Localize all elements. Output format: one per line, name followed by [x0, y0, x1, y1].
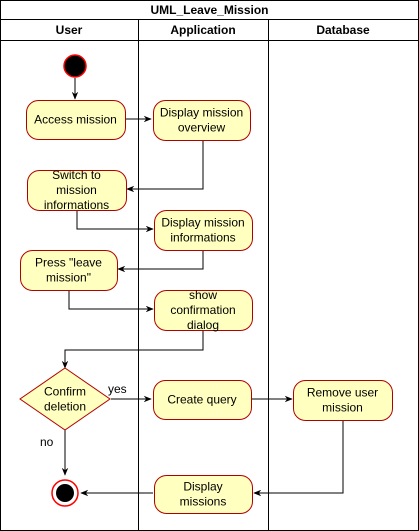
node-label-line: missions [180, 495, 227, 509]
initial-node [63, 54, 87, 78]
node-label-line: Confirm [44, 385, 86, 399]
node-label-line: informations [44, 198, 109, 212]
activity-box [26, 100, 126, 140]
lane-header-user: User [56, 23, 83, 37]
node-label-line: Press "leave [35, 256, 102, 270]
node-label-line: mission" [46, 271, 91, 285]
final-node [51, 479, 79, 507]
activity-box [293, 380, 393, 421]
activity-box [154, 210, 253, 251]
edge-overview-to-switch [126, 140, 204, 193]
edge-label-no: no [40, 435, 54, 449]
activity-box [154, 290, 253, 331]
edge-press-to-dialog [68, 290, 154, 313]
node-label-line: Access mission [34, 113, 117, 127]
node-create-query: Create query [153, 380, 252, 420]
activity-box [20, 250, 118, 291]
edge-label-yes: yes [108, 382, 127, 396]
activity-box [154, 475, 253, 514]
activity-box [27, 170, 127, 211]
activity-box [153, 380, 252, 420]
edge-dialog-to-confirm [61, 330, 204, 369]
lane-header-application: Application [170, 23, 235, 37]
diagram-title: UML_Leave_Mission [150, 3, 268, 17]
node-label-line: Display [183, 480, 222, 494]
edge-remove-to-display [253, 420, 344, 497]
node-access-mission: Access mission [26, 100, 126, 140]
node-label-line: dialog [187, 318, 219, 332]
node-label-line: deletion [44, 400, 86, 414]
node-label-line: overview [178, 121, 226, 135]
node-label-line: mission [322, 401, 363, 415]
node-label-line: mission [56, 183, 97, 197]
lane-header-database: Database [316, 23, 370, 37]
node-label-line: confirmation [170, 303, 235, 317]
node-label-line: Create query [167, 393, 236, 407]
edge-displayinfo-to-press [117, 250, 204, 273]
node-label-line: Remove user [307, 386, 378, 400]
decision-diamond [19, 367, 111, 431]
node-label-line: Display mission [161, 216, 244, 230]
node-label-line: show [189, 288, 217, 302]
node-label-line: informations [170, 231, 235, 245]
node-label-line: Display mission [160, 106, 243, 120]
node-label-line: Switch to [52, 168, 101, 182]
activity-box [153, 100, 251, 141]
edge-switch-to-displayinfo [76, 210, 154, 233]
edges [61, 78, 344, 497]
